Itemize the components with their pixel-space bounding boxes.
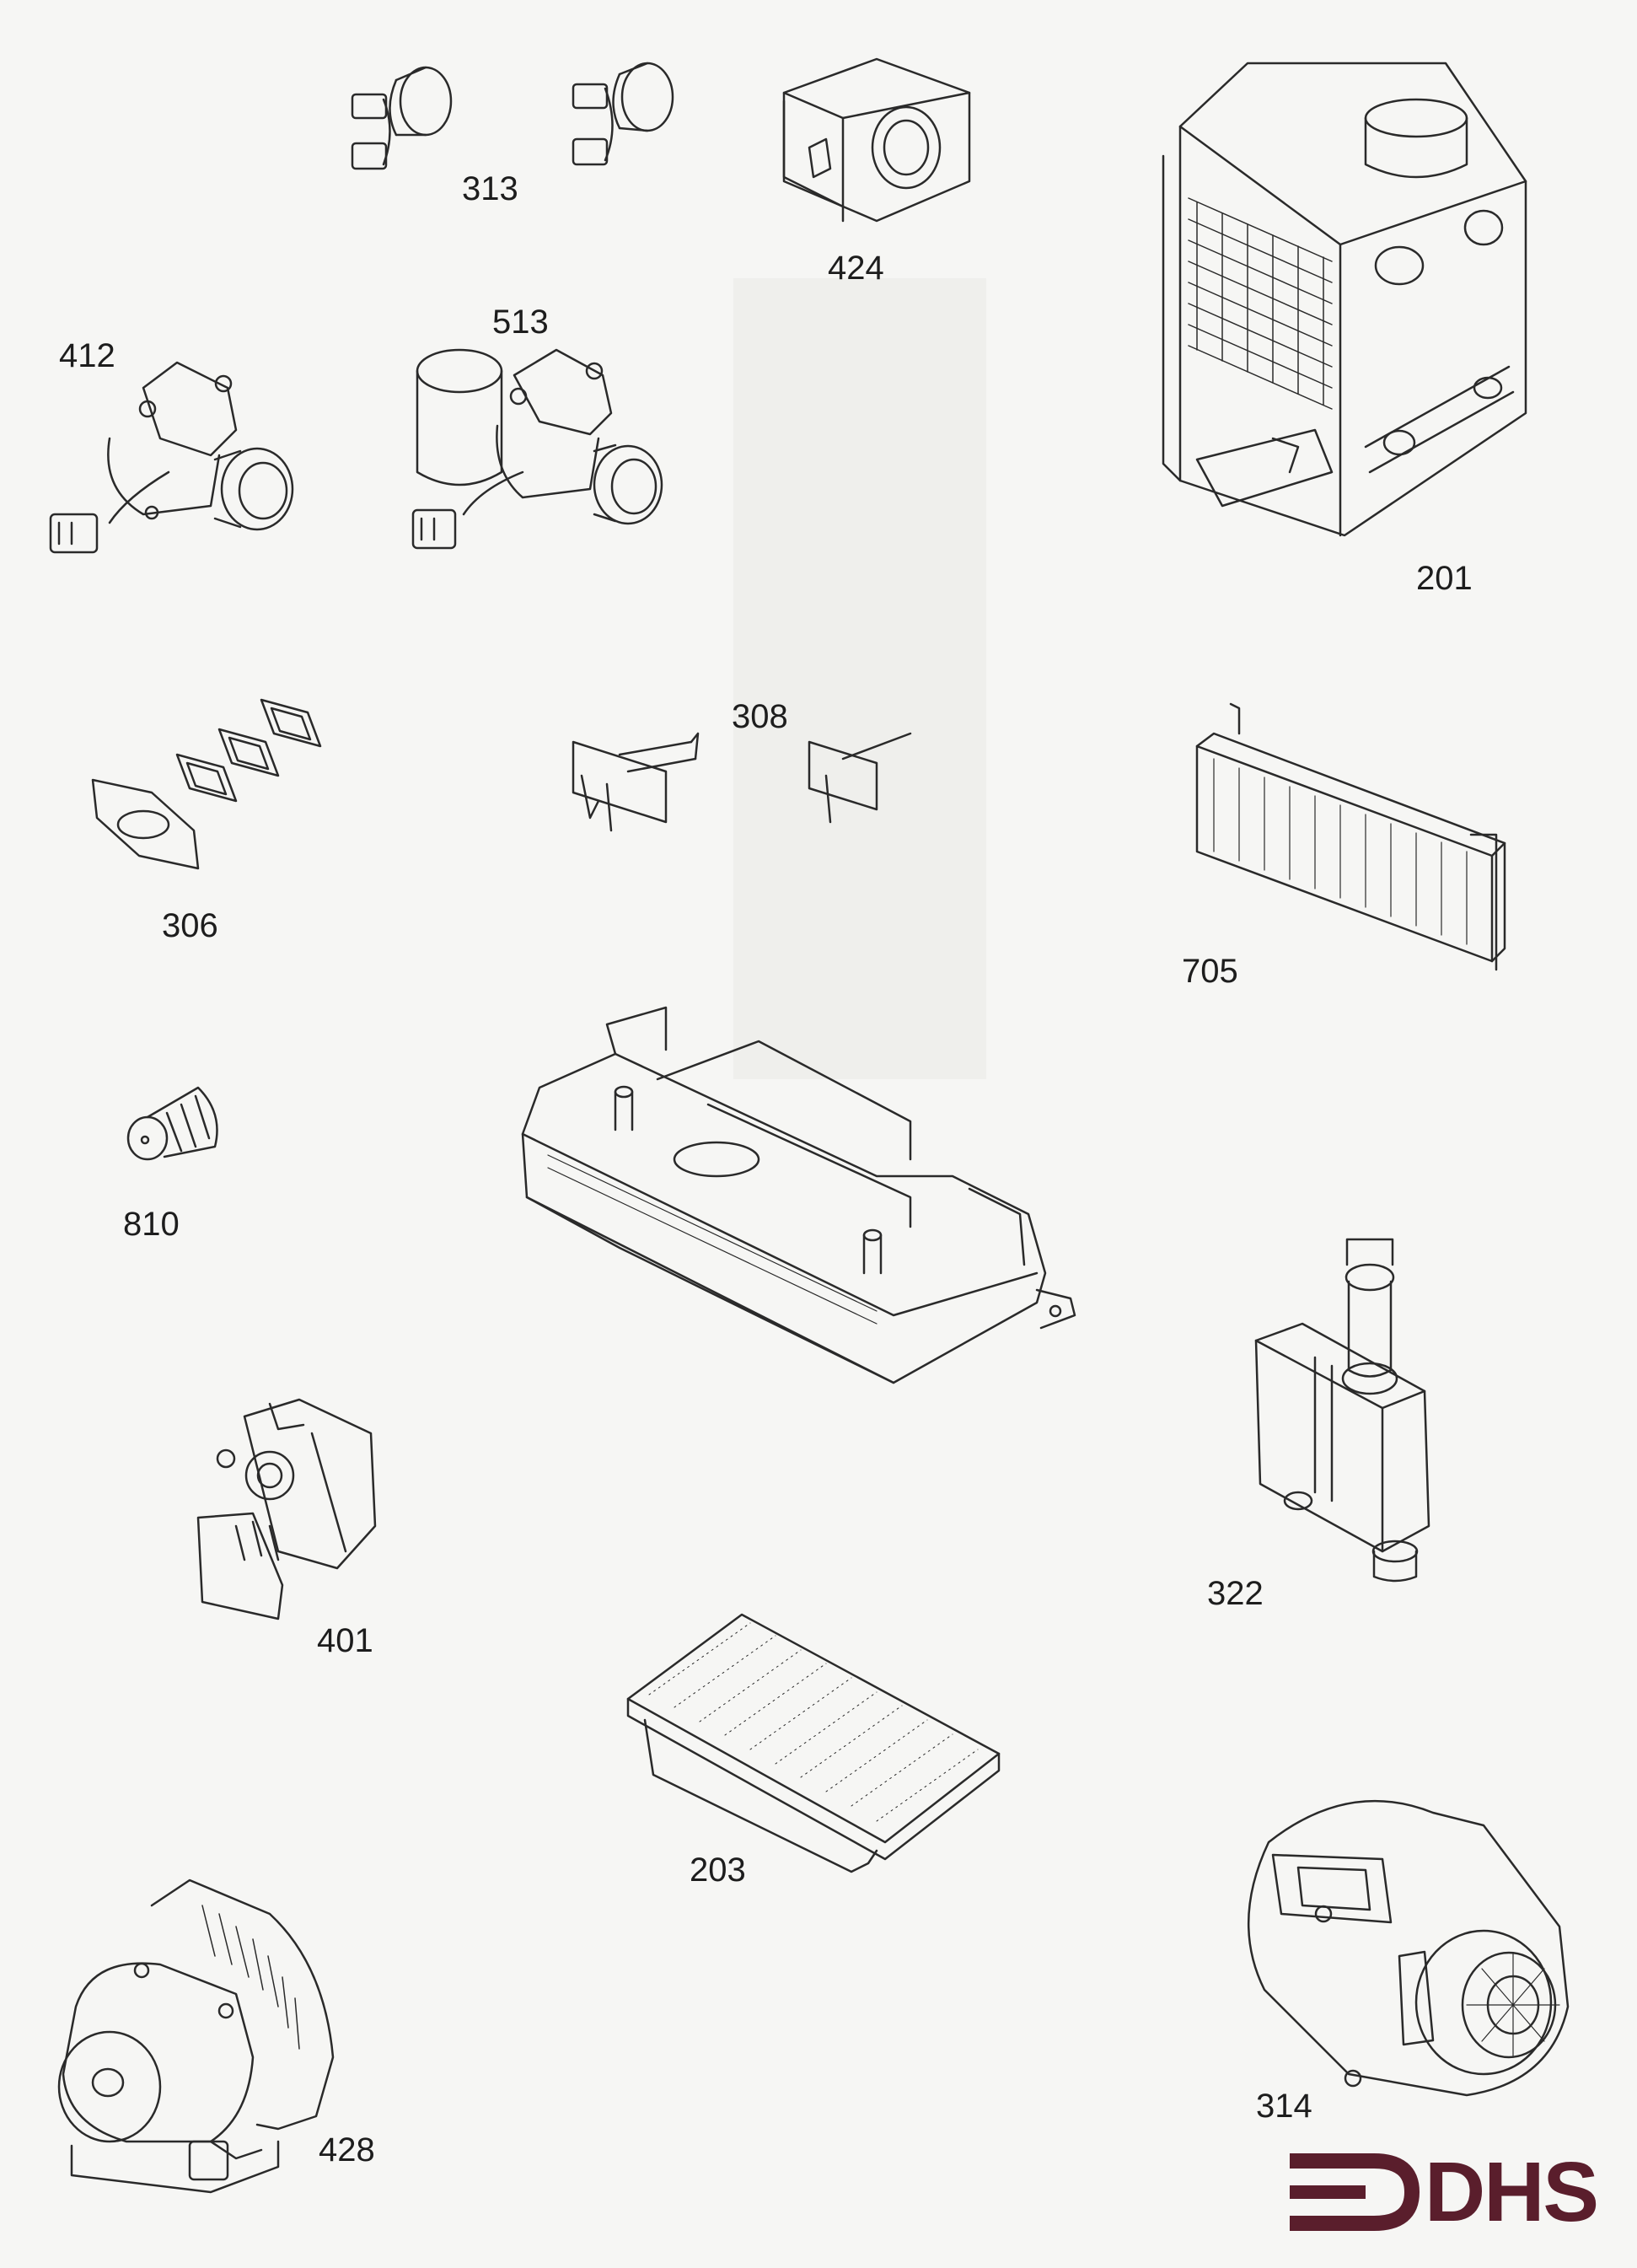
part-810-knob <box>126 1086 218 1161</box>
dhs-logo-text: DHS <box>1425 2145 1599 2239</box>
part-322-flow-switch <box>1254 1238 1430 1583</box>
part-203-burner <box>626 1613 1001 1873</box>
label-322: 322 <box>1207 1575 1264 1612</box>
dhs-logo-mark <box>1290 2153 1420 2231</box>
part-313-clip-right <box>572 62 674 166</box>
part-314-fan <box>1248 1799 1570 2097</box>
part-424-actuator <box>782 57 971 223</box>
part-313-clip-left <box>351 66 453 170</box>
part-308-electrodes <box>572 732 912 832</box>
label-314: 314 <box>1256 2088 1312 2125</box>
part-705-plate-exchanger <box>1195 702 1506 971</box>
label-428: 428 <box>319 2131 375 2169</box>
label-201: 201 <box>1416 560 1473 597</box>
part-306-gaskets <box>91 698 322 870</box>
label-203: 203 <box>690 1851 746 1889</box>
scan-shading <box>733 278 986 1079</box>
label-412: 412 <box>59 337 115 374</box>
label-313: 313 <box>462 170 518 207</box>
label-424: 424 <box>828 250 884 287</box>
part-401-gas-valve <box>196 1398 377 1620</box>
part-428-pump <box>57 1878 335 2194</box>
label-308: 308 <box>732 698 788 735</box>
label-401: 401 <box>317 1622 373 1659</box>
part-513-valve <box>411 348 663 550</box>
part-201-heat-exchanger <box>1162 62 1527 537</box>
part-412-valve <box>49 361 294 554</box>
label-306: 306 <box>162 907 218 944</box>
label-513: 513 <box>492 304 549 341</box>
part-control-pcb <box>521 1006 1076 1384</box>
label-705: 705 <box>1182 953 1238 990</box>
dhs-logo: DHS <box>1285 2145 1599 2239</box>
label-810: 810 <box>123 1206 180 1243</box>
